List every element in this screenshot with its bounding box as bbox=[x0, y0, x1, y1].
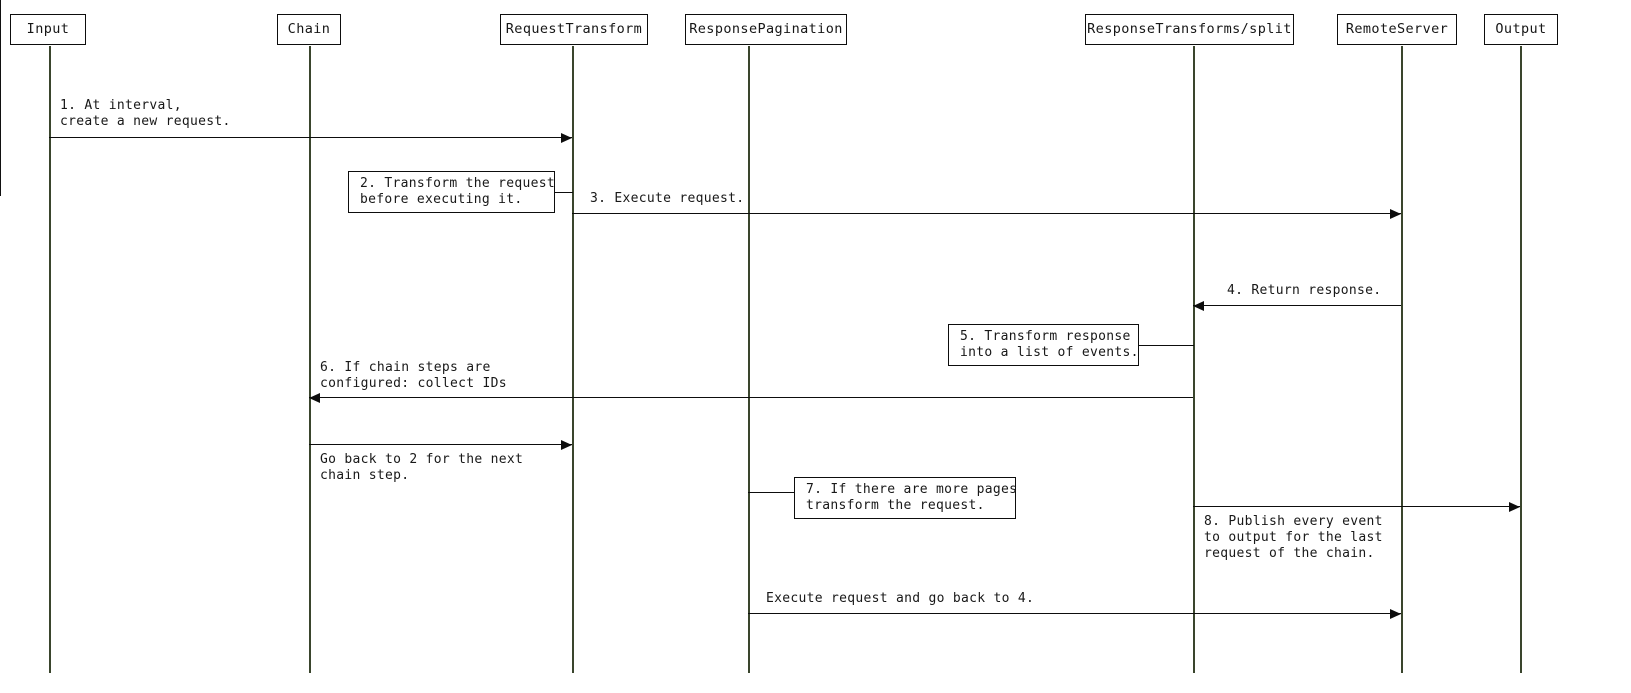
message-arrowhead-m_goback2 bbox=[561, 439, 572, 450]
lifeline-responsepagination bbox=[748, 46, 750, 673]
message-line-m_goback4 bbox=[748, 613, 1401, 615]
participant-label: ResponseTransforms/split bbox=[1087, 20, 1292, 37]
participant-label: RemoteServer bbox=[1345, 20, 1449, 37]
lifeline-responsetransformssplit bbox=[1193, 46, 1195, 673]
participant-input[interactable]: Input bbox=[10, 14, 86, 45]
message-arrowhead-m3 bbox=[1390, 208, 1401, 219]
lifeline-remoteserver bbox=[1401, 46, 1403, 673]
message-arrowhead-m1 bbox=[561, 132, 572, 143]
participant-responsepagination[interactable]: ResponsePagination bbox=[685, 14, 847, 45]
message-arrowhead-m_goback4 bbox=[1390, 608, 1401, 619]
note-n5[interactable]: 5. Transform response into a list of eve… bbox=[948, 324, 1139, 366]
message-line-m4 bbox=[1193, 305, 1401, 307]
message-line-m8 bbox=[1193, 506, 1520, 508]
participant-label: Output bbox=[1495, 20, 1547, 37]
message-label-m4: 4. Return response. bbox=[1227, 283, 1382, 298]
note-n2[interactable]: 2. Transform the request before executin… bbox=[348, 171, 555, 213]
message-label-m1: 1. At interval, create a new request. bbox=[60, 98, 231, 129]
participant-label: ResponsePagination bbox=[689, 20, 843, 37]
note-connector-n5 bbox=[1139, 345, 1194, 347]
note-connector-n7 bbox=[748, 492, 794, 494]
participant-output[interactable]: Output bbox=[1484, 14, 1558, 45]
participant-requesttransform[interactable]: RequestTransform bbox=[500, 14, 648, 45]
lifeline-requesttransform bbox=[572, 46, 574, 673]
message-arrowhead-m6 bbox=[309, 392, 320, 403]
message-line-m1 bbox=[49, 137, 572, 139]
lifeline-chain bbox=[309, 46, 311, 673]
lifeline-input bbox=[49, 46, 51, 673]
message-label-m8: 8. Publish every event to output for the… bbox=[1204, 514, 1383, 561]
message-label-m_goback2: Go back to 2 for the next chain step. bbox=[320, 452, 524, 483]
participant-chain[interactable]: Chain bbox=[277, 14, 341, 45]
lifeline-output bbox=[1520, 46, 1522, 673]
note-connector-n2 bbox=[555, 192, 573, 194]
message-line-m_goback2 bbox=[309, 444, 572, 446]
message-label-m3: 3. Execute request. bbox=[590, 191, 745, 206]
message-line-m3 bbox=[572, 213, 1401, 215]
message-label-m_goback4: Execute request and go back to 4. bbox=[766, 591, 1035, 606]
message-arrowhead-m4 bbox=[1193, 300, 1204, 311]
message-line-m6 bbox=[309, 397, 1193, 399]
participant-label: RequestTransform bbox=[505, 20, 643, 37]
participant-label: Chain bbox=[287, 20, 331, 37]
participant-responsetransformssplit[interactable]: ResponseTransforms/split bbox=[1085, 14, 1294, 45]
participant-label: Input bbox=[26, 20, 70, 37]
message-label-m6: 6. If chain steps are configured: collec… bbox=[320, 360, 507, 391]
page-edge-artifact bbox=[0, 0, 2, 196]
note-n7[interactable]: 7. If there are more pages transform the… bbox=[794, 477, 1017, 519]
message-arrowhead-m8 bbox=[1509, 501, 1520, 512]
participant-remoteserver[interactable]: RemoteServer bbox=[1337, 14, 1457, 45]
